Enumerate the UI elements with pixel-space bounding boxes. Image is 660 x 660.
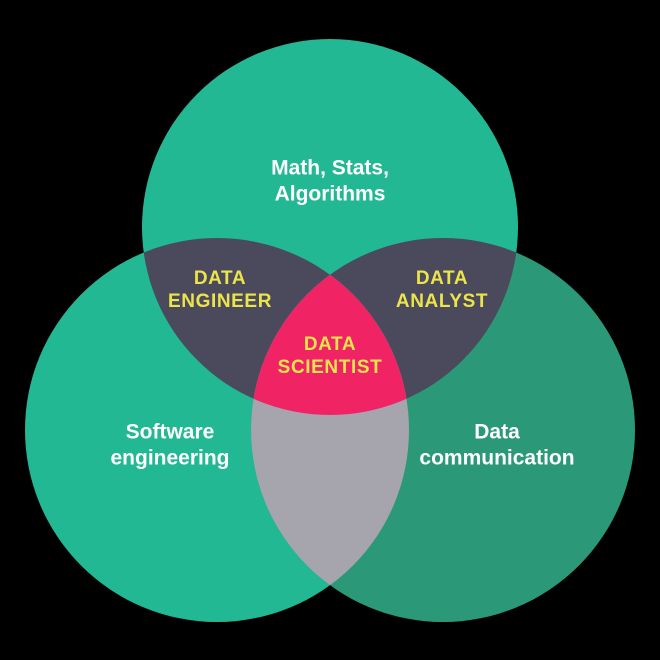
data-scientist-center-region <box>251 238 409 415</box>
